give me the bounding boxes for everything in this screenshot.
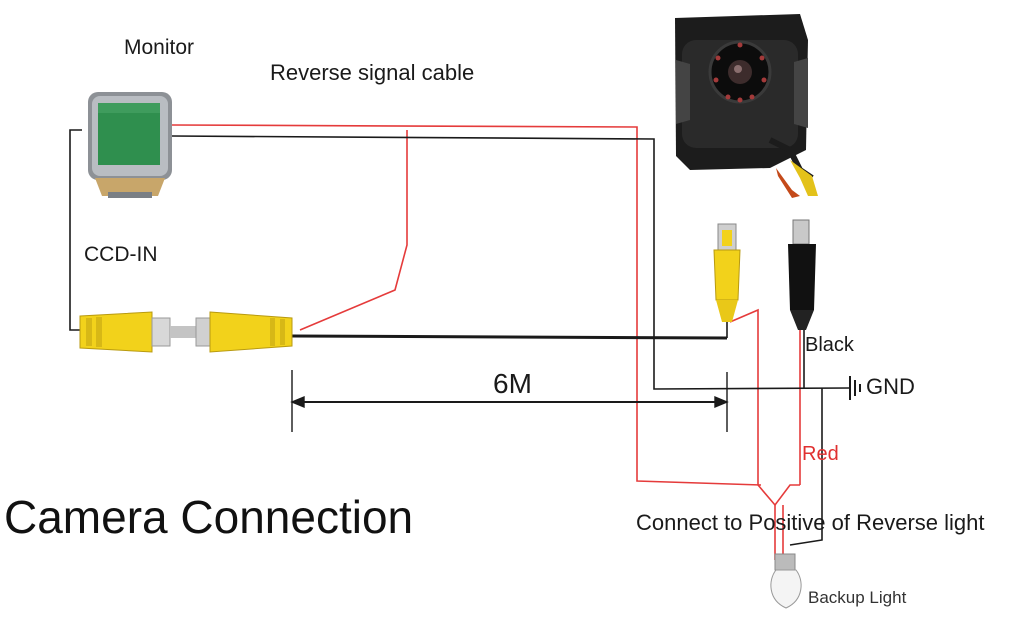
- monitor-icon: [88, 92, 172, 198]
- backup-light-bulb: [770, 553, 802, 609]
- reverse-signal-wire: [171, 124, 762, 486]
- video-cable: [291, 334, 728, 340]
- monitor-label: Monitor: [124, 36, 195, 59]
- light-ground-wire: [789, 388, 823, 546]
- gnd-label: GND: [866, 374, 915, 399]
- monitor-power-wire: [171, 135, 851, 390]
- backup-light-label: Backup Light: [808, 588, 907, 607]
- dc-power-plug: [788, 219, 816, 330]
- connect-positive-label: Connect to Positive of Reverse light: [636, 510, 985, 535]
- red-wires: [171, 124, 801, 560]
- ccd-in-label: CCD-IN: [84, 243, 158, 266]
- length-dimension: [290, 370, 729, 432]
- backup-camera-icon: [675, 14, 818, 198]
- rca-connector-pair: [79, 311, 293, 353]
- red-wire-label: Red: [802, 443, 839, 465]
- reverse-signal-cable-label: Reverse signal cable: [270, 60, 475, 85]
- black-wire-label: Black: [805, 334, 854, 356]
- length-label: 6M: [493, 368, 532, 399]
- reverse-signal-branch: [299, 130, 408, 331]
- ccd-in-wire: [69, 129, 82, 331]
- splice-red: [729, 308, 800, 507]
- diagram-title: Camera Connection: [4, 491, 414, 543]
- camera-rca-plug: [713, 223, 741, 322]
- black-wires: [69, 129, 861, 546]
